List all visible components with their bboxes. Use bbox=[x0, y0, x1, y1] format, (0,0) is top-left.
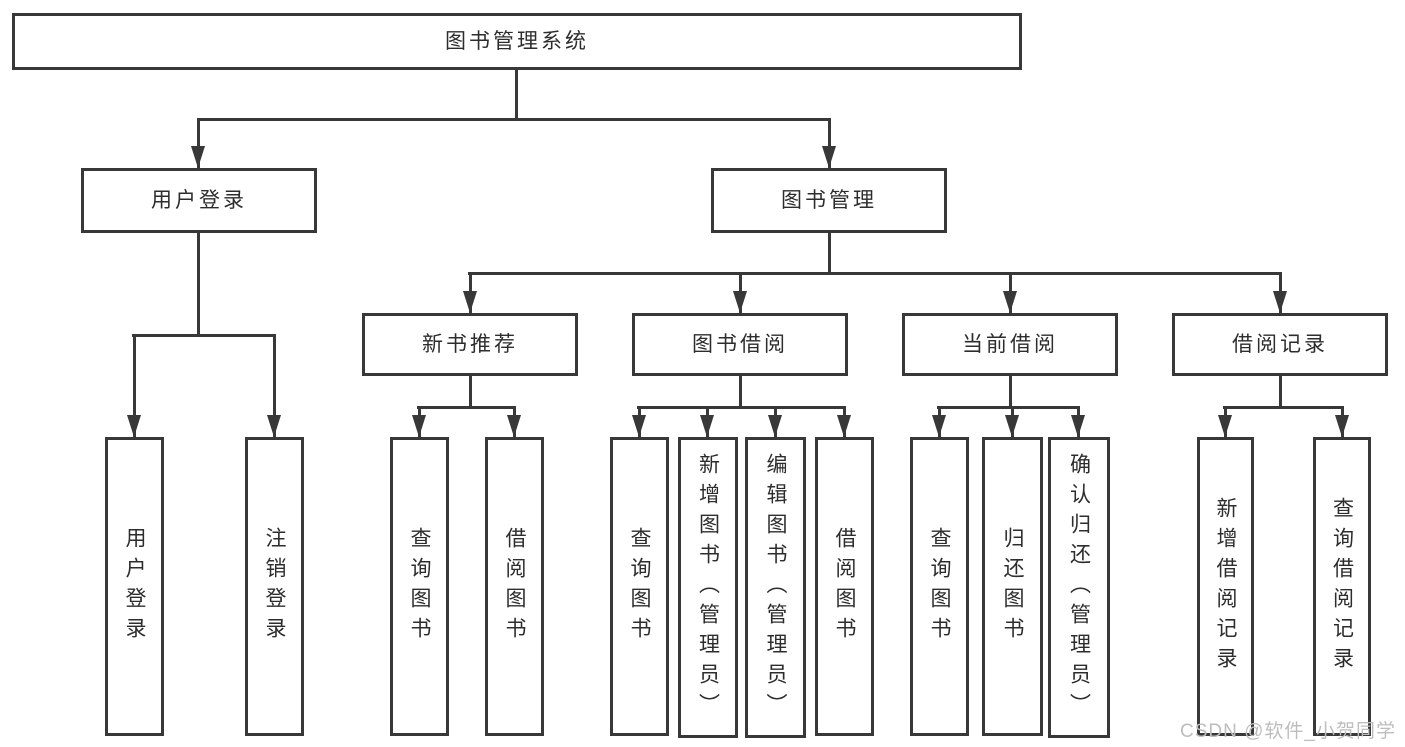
connector-book-mgmt-split bbox=[468, 272, 1282, 275]
connector-drop-book-management bbox=[828, 118, 831, 168]
arrow-down-icon bbox=[507, 415, 521, 437]
node-current-borrow: 当前借阅 bbox=[902, 313, 1118, 376]
arrow-down-icon bbox=[1218, 415, 1232, 437]
node-book-management: 图书管理 bbox=[711, 168, 947, 233]
arrow-down-icon bbox=[837, 415, 851, 437]
arrow-down-icon bbox=[1003, 291, 1017, 313]
arrow-down-icon bbox=[1071, 415, 1085, 437]
arrow-down-icon bbox=[768, 415, 782, 437]
connector-drop-leaf-logout bbox=[273, 334, 276, 437]
node-new-book-recommend: 新书推荐 bbox=[362, 313, 578, 376]
arrow-down-icon bbox=[632, 415, 646, 437]
arrow-down-icon bbox=[733, 291, 747, 313]
arrow-down-icon bbox=[1335, 415, 1349, 437]
node-root-library-system: 图书管理系统 bbox=[12, 13, 1022, 70]
arrow-down-icon bbox=[700, 415, 714, 437]
leaf-query-book-borrow: 查询图书 bbox=[610, 437, 669, 736]
node-book-borrow: 图书借阅 bbox=[632, 313, 848, 376]
leaf-query-borrow-record: 查询借阅记录 bbox=[1313, 437, 1371, 736]
leaf-logout: 注销登录 bbox=[245, 437, 304, 736]
arrow-down-icon bbox=[932, 415, 946, 437]
connector-user-login-stem bbox=[197, 232, 200, 336]
arrow-down-icon bbox=[822, 146, 836, 168]
connector-book-borrow-stem bbox=[739, 375, 742, 408]
connector-root-stem bbox=[515, 69, 518, 120]
leaf-edit-book-admin: 编辑图书（管理员） bbox=[745, 437, 806, 738]
node-borrow-record: 借阅记录 bbox=[1172, 313, 1388, 376]
connector-drop-user-login bbox=[197, 118, 200, 168]
connector-current-borrow-stem bbox=[1009, 375, 1012, 408]
arrow-down-icon bbox=[267, 415, 281, 437]
connector-new-rec-stem bbox=[469, 375, 472, 408]
leaf-query-book-current: 查询图书 bbox=[910, 437, 969, 736]
connector-book-mgmt-stem bbox=[828, 232, 831, 274]
connector-book-borrow-split bbox=[637, 406, 846, 409]
connector-root-split bbox=[197, 118, 831, 121]
arrow-down-icon bbox=[127, 415, 141, 437]
connector-new-rec-split bbox=[417, 406, 516, 409]
arrow-down-icon bbox=[412, 415, 426, 437]
arrow-down-icon bbox=[463, 291, 477, 313]
connector-borrow-record-stem bbox=[1279, 375, 1282, 408]
connector-borrow-record-split bbox=[1223, 406, 1344, 409]
arrow-down-icon bbox=[1273, 291, 1287, 313]
leaf-return-book: 归还图书 bbox=[982, 437, 1043, 736]
leaf-borrow-book: 借阅图书 bbox=[815, 437, 874, 736]
arrow-down-icon bbox=[191, 146, 205, 168]
node-user-login: 用户登录 bbox=[81, 168, 317, 233]
leaf-confirm-return-admin: 确认归还（管理员） bbox=[1048, 437, 1110, 738]
leaf-borrow-book-recommend: 借阅图书 bbox=[485, 437, 544, 736]
leaf-query-book-recommend: 查询图书 bbox=[390, 437, 449, 736]
leaf-add-book-admin: 新增图书（管理员） bbox=[678, 437, 738, 738]
leaf-user-login: 用户登录 bbox=[105, 437, 164, 736]
leaf-add-borrow-record: 新增借阅记录 bbox=[1197, 437, 1254, 736]
connector-user-login-split bbox=[132, 334, 276, 337]
connector-current-borrow-split bbox=[937, 406, 1080, 409]
arrow-down-icon bbox=[1005, 415, 1019, 437]
connector-drop-leaf-user-login bbox=[133, 334, 136, 437]
csdn-watermark: CSDN @软件_小贺同学 bbox=[1180, 721, 1396, 742]
